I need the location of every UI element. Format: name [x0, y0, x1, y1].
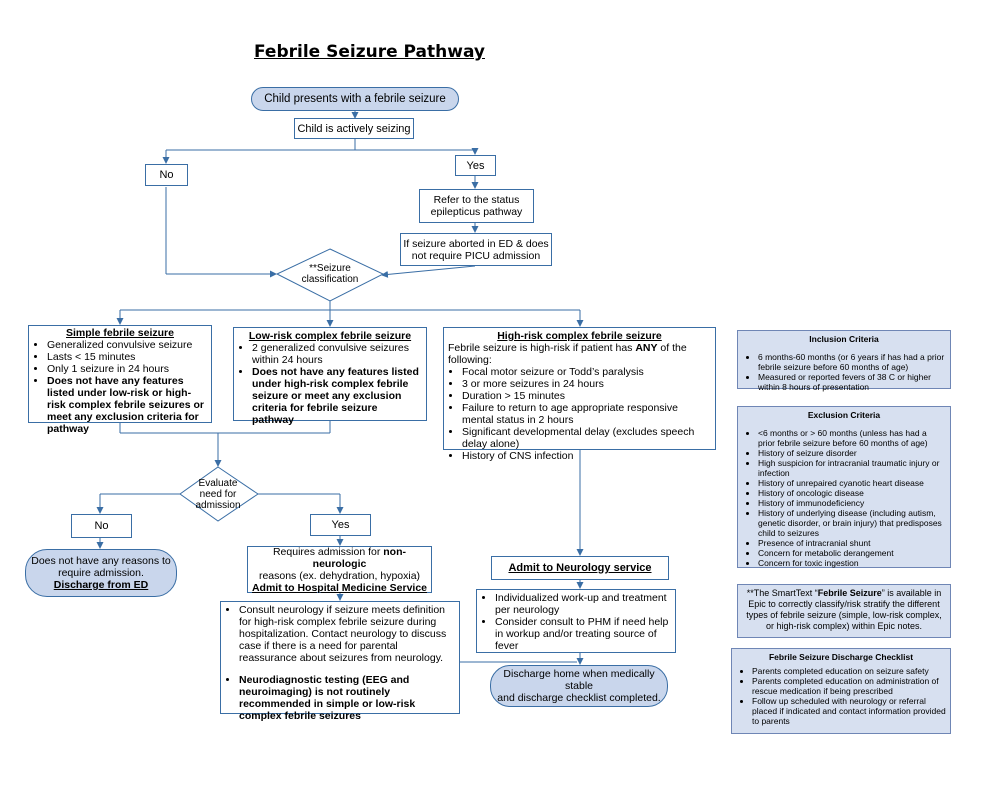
exclusion-item: High suspicion for intracranial traumati… [758, 458, 946, 478]
consult-item: Consult neurology if seizure meets defin… [239, 604, 455, 664]
smarttext-note: **The SmartText “Febrile Seizure” is ava… [737, 584, 951, 638]
highrisk-item: Focal motor seizure or Todd’s paralysis [462, 366, 711, 378]
evaluate-diamond [179, 466, 259, 522]
evaluate-label: Evaluate need for admission [188, 478, 248, 511]
discharge-home-line1: Discharge home when medically stable [503, 668, 655, 692]
discharge-home-line2: and discharge checklist completed. [497, 692, 661, 704]
start-node[interactable]: Child presents with a febrile seizure [251, 87, 459, 111]
classification-line1: **Seizure [309, 263, 351, 274]
lowrisk-item: 2 generalized convulsive seizures within… [252, 342, 422, 366]
exclusion-item: History of underlying disease (including… [758, 508, 946, 538]
evaluate-line3: admission [195, 500, 241, 511]
checklist-heading: Febrile Seizure Discharge Checklist [768, 652, 914, 662]
lowrisk-item-bold: Does not have any features listed under … [252, 366, 422, 426]
simple-item: Lasts < 15 minutes [47, 351, 207, 363]
consult-neurology-box[interactable]: Consult neurology if seizure meets defin… [220, 601, 460, 722]
aborted-box[interactable]: If seizure aborted in ED & does not requ… [400, 233, 552, 266]
admission-yes-box[interactable]: Yes [310, 514, 371, 536]
aborted-line2: not require PICU admission [411, 249, 541, 262]
aborted-line1: If seizure aborted in ED & does [403, 237, 549, 250]
actively-seizing-box[interactable]: Child is actively seizing [294, 118, 414, 139]
checklist-item: Follow up scheduled with neurology or re… [752, 696, 946, 726]
neurology-item: Individualized work-up and treatment per… [495, 592, 671, 616]
highrisk-intro: Febrile seizure is high-risk if patient … [448, 342, 687, 366]
simple-item: Only 1 seizure in 24 hours [47, 363, 207, 375]
classification-line2: classification [301, 274, 359, 285]
exclusion-heading: Exclusion Criteria [807, 410, 881, 420]
discharge-ed-line3: Discharge from ED [53, 579, 149, 591]
lowrisk-seizure-box[interactable]: Low-risk complex febrile seizure 2 gener… [233, 327, 427, 426]
exclusion-item: Concern for metabolic derangement [758, 548, 946, 558]
simple-item-bold: Does not have any features listed under … [47, 375, 207, 435]
page-title: Febrile Seizure Pathway [254, 42, 485, 62]
highrisk-item: Significant developmental delay (exclude… [462, 426, 711, 450]
discharge-ed-line2: require admission. [58, 567, 144, 579]
exclusion-item: <6 months or > 60 months (unless has had… [758, 428, 946, 448]
admission-no-box[interactable]: No [71, 514, 132, 538]
exclusion-item: Concern for toxic ingestion [758, 558, 946, 568]
neurology-item: Consider consult to PHM if need help in … [495, 616, 671, 652]
discharge-checklist-panel: Febrile Seizure Discharge Checklist Pare… [731, 648, 951, 734]
highrisk-item: Failure to return to age appropriate res… [462, 402, 711, 426]
refer-status-line1: Refer to the status [433, 194, 520, 206]
discharge-ed-line1: Does not have any reasons to [31, 555, 171, 567]
highrisk-item: History of CNS infection [462, 450, 711, 462]
inclusion-criteria-panel: Inclusion Criteria 6 months-60 months (o… [737, 330, 951, 392]
exclusion-item: History of oncologic disease [758, 488, 946, 498]
exclusion-criteria-panel: Exclusion Criteria <6 months or > 60 mon… [737, 406, 951, 568]
neurology-items-box[interactable]: Individualized work-up and treatment per… [476, 589, 676, 653]
discharge-ed-node[interactable]: Does not have any reasons to require adm… [25, 549, 177, 597]
requires-admission-line1: Requires admission for non-neurologic [272, 545, 407, 570]
inclusion-heading: Inclusion Criteria [809, 334, 879, 344]
inclusion-item: 6 months-60 months (or 6 years if has ha… [758, 352, 946, 372]
inclusion-item: Measured or reported fevers of 38 C or h… [758, 372, 946, 392]
exclusion-item: History of unrepaired cyanotic heart dis… [758, 478, 946, 488]
classification-diamond [275, 248, 385, 302]
discharge-home-node[interactable]: Discharge home when medically stable and… [490, 665, 668, 707]
simple-seizure-box[interactable]: Simple febrile seizure Generalized convu… [28, 325, 212, 435]
exclusion-item: History of seizure disorder [758, 448, 946, 458]
highrisk-seizure-box[interactable]: High-risk complex febrile seizure Febril… [443, 327, 716, 462]
checklist-item: Parents completed education on seizure s… [752, 666, 946, 676]
highrisk-heading: High-risk complex febrile seizure [497, 330, 662, 342]
seizing-yes-box[interactable]: Yes [455, 155, 496, 176]
evaluate-line2: need for [199, 489, 237, 500]
simple-heading: Simple febrile seizure [66, 327, 174, 339]
requires-admission-line2: reasons (ex. dehydration, hypoxia) [258, 569, 421, 582]
classification-label: **Seizure classification [290, 263, 370, 285]
seizing-no-box[interactable]: No [145, 164, 188, 186]
evaluate-line1: Evaluate [198, 478, 238, 489]
checklist-item: Parents completed education on administr… [752, 676, 946, 696]
admit-neurology-box[interactable]: Admit to Neurology service [491, 556, 669, 580]
requires-admission-box[interactable]: Requires admission for non-neurologic re… [247, 545, 432, 594]
lowrisk-heading: Low-risk complex febrile seizure [248, 330, 412, 342]
refer-status-line2: epilepticus pathway [430, 206, 523, 218]
simple-item: Generalized convulsive seizure [47, 339, 207, 351]
refer-status-box[interactable]: Refer to the status epilepticus pathway [419, 189, 534, 223]
highrisk-item: Duration > 15 minutes [462, 390, 711, 402]
highrisk-item: 3 or more seizures in 24 hours [462, 378, 711, 390]
exclusion-item: Presence of intracranial shunt [758, 538, 946, 548]
exclusion-item: History of immunodeficiency [758, 498, 946, 508]
consult-item-bold: Neurodiagnostic testing (EEG and neuroim… [239, 674, 455, 722]
requires-admission-line3: Admit to Hospital Medicine Service [251, 581, 428, 594]
